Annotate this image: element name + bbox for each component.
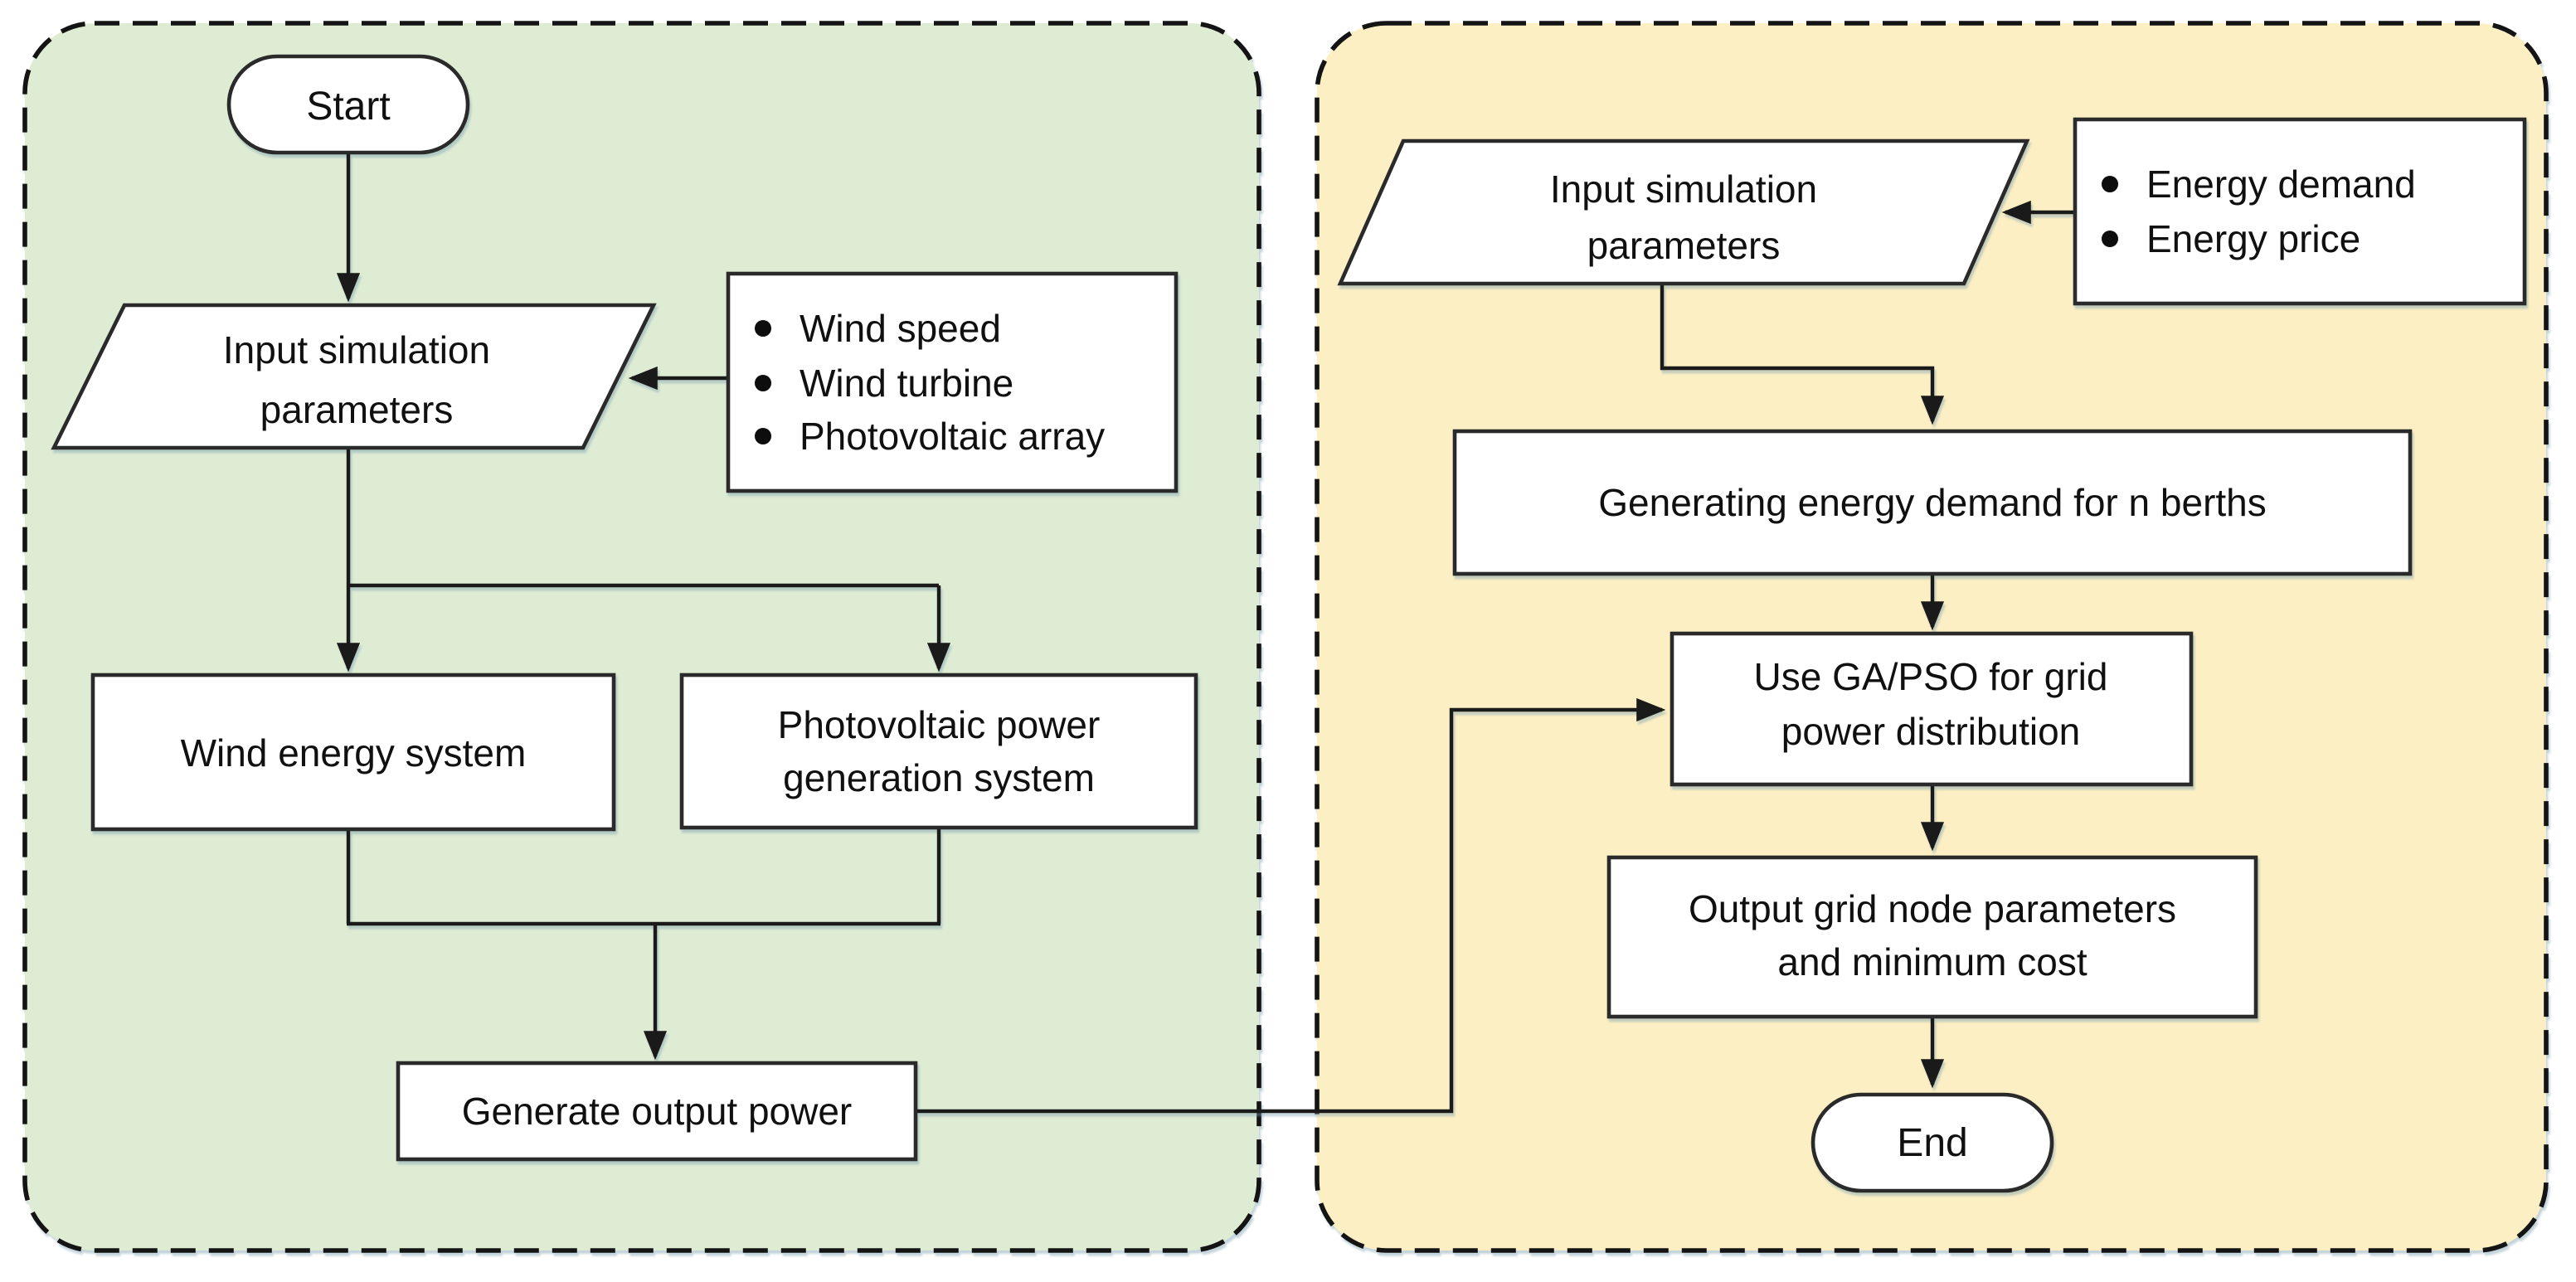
output-cost-line1: Output grid node parameters bbox=[1689, 887, 2176, 930]
output-cost-line2: and minimum cost bbox=[1777, 940, 2087, 983]
param-wind-turbine: Wind turbine bbox=[800, 362, 1013, 405]
start-node: Start bbox=[226, 54, 470, 155]
generate-output-power-box: Generate output power bbox=[396, 1061, 918, 1162]
input-parameters-left-line2: parameters bbox=[260, 388, 454, 431]
parameter-list-left: Wind speed Wind turbine Photovoltaic arr… bbox=[726, 271, 1179, 493]
end-label: End bbox=[1897, 1121, 1967, 1165]
ga-pso-line1: Use GA/PSO for grid bbox=[1754, 655, 2108, 698]
pv-generation-system-box: Photovoltaic power generation system bbox=[679, 673, 1198, 830]
wind-energy-system-box: Wind energy system bbox=[90, 673, 616, 832]
generate-output-power-label: Generate output power bbox=[462, 1090, 853, 1133]
pv-generation-line2: generation system bbox=[783, 756, 1095, 799]
param-wind-speed: Wind speed bbox=[800, 307, 1001, 350]
ga-pso-box: Use GA/PSO for grid power distribution bbox=[1670, 631, 2194, 787]
start-label: Start bbox=[306, 85, 390, 129]
generating-demand-label: Generating energy demand for n berths bbox=[1598, 481, 2267, 524]
generating-demand-box: Generating energy demand for n berths bbox=[1452, 429, 2413, 576]
left-panel-flow: Start Input simulation parameters Wind s… bbox=[51, 54, 1666, 1162]
bullet-icon bbox=[755, 428, 771, 444]
bullet-icon bbox=[755, 320, 771, 337]
ga-pso-line2: power distribution bbox=[1781, 710, 2081, 753]
input-parameters-left-line1: Input simulation bbox=[223, 328, 490, 371]
param-energy-price: Energy price bbox=[2146, 217, 2360, 260]
parameter-list-right: Energy demand Energy price bbox=[2073, 117, 2527, 306]
connector-generate-to-gapso bbox=[916, 697, 1666, 1114]
end-node: End bbox=[1810, 1092, 2054, 1193]
input-parameters-left: Input simulation parameters bbox=[51, 303, 657, 450]
input-parameters-right-line1: Input simulation bbox=[1550, 168, 1817, 211]
wind-energy-system-label: Wind energy system bbox=[181, 731, 527, 775]
bullet-icon bbox=[2102, 231, 2118, 247]
bullet-icon bbox=[2102, 176, 2118, 192]
output-cost-box: Output grid node parameters and minimum … bbox=[1606, 855, 2258, 1019]
connector-input-to-generating bbox=[1660, 284, 1945, 425]
input-parameters-right: Input simulation parameters bbox=[1337, 138, 2030, 286]
right-panel-flow: Input simulation parameters Energy deman… bbox=[1337, 117, 2527, 1193]
bullet-icon bbox=[755, 375, 771, 391]
param-photovoltaic-array: Photovoltaic array bbox=[800, 415, 1105, 458]
input-parameters-right-line2: parameters bbox=[1587, 224, 1781, 267]
pv-generation-line1: Photovoltaic power bbox=[778, 703, 1101, 746]
param-energy-demand: Energy demand bbox=[2146, 163, 2416, 206]
